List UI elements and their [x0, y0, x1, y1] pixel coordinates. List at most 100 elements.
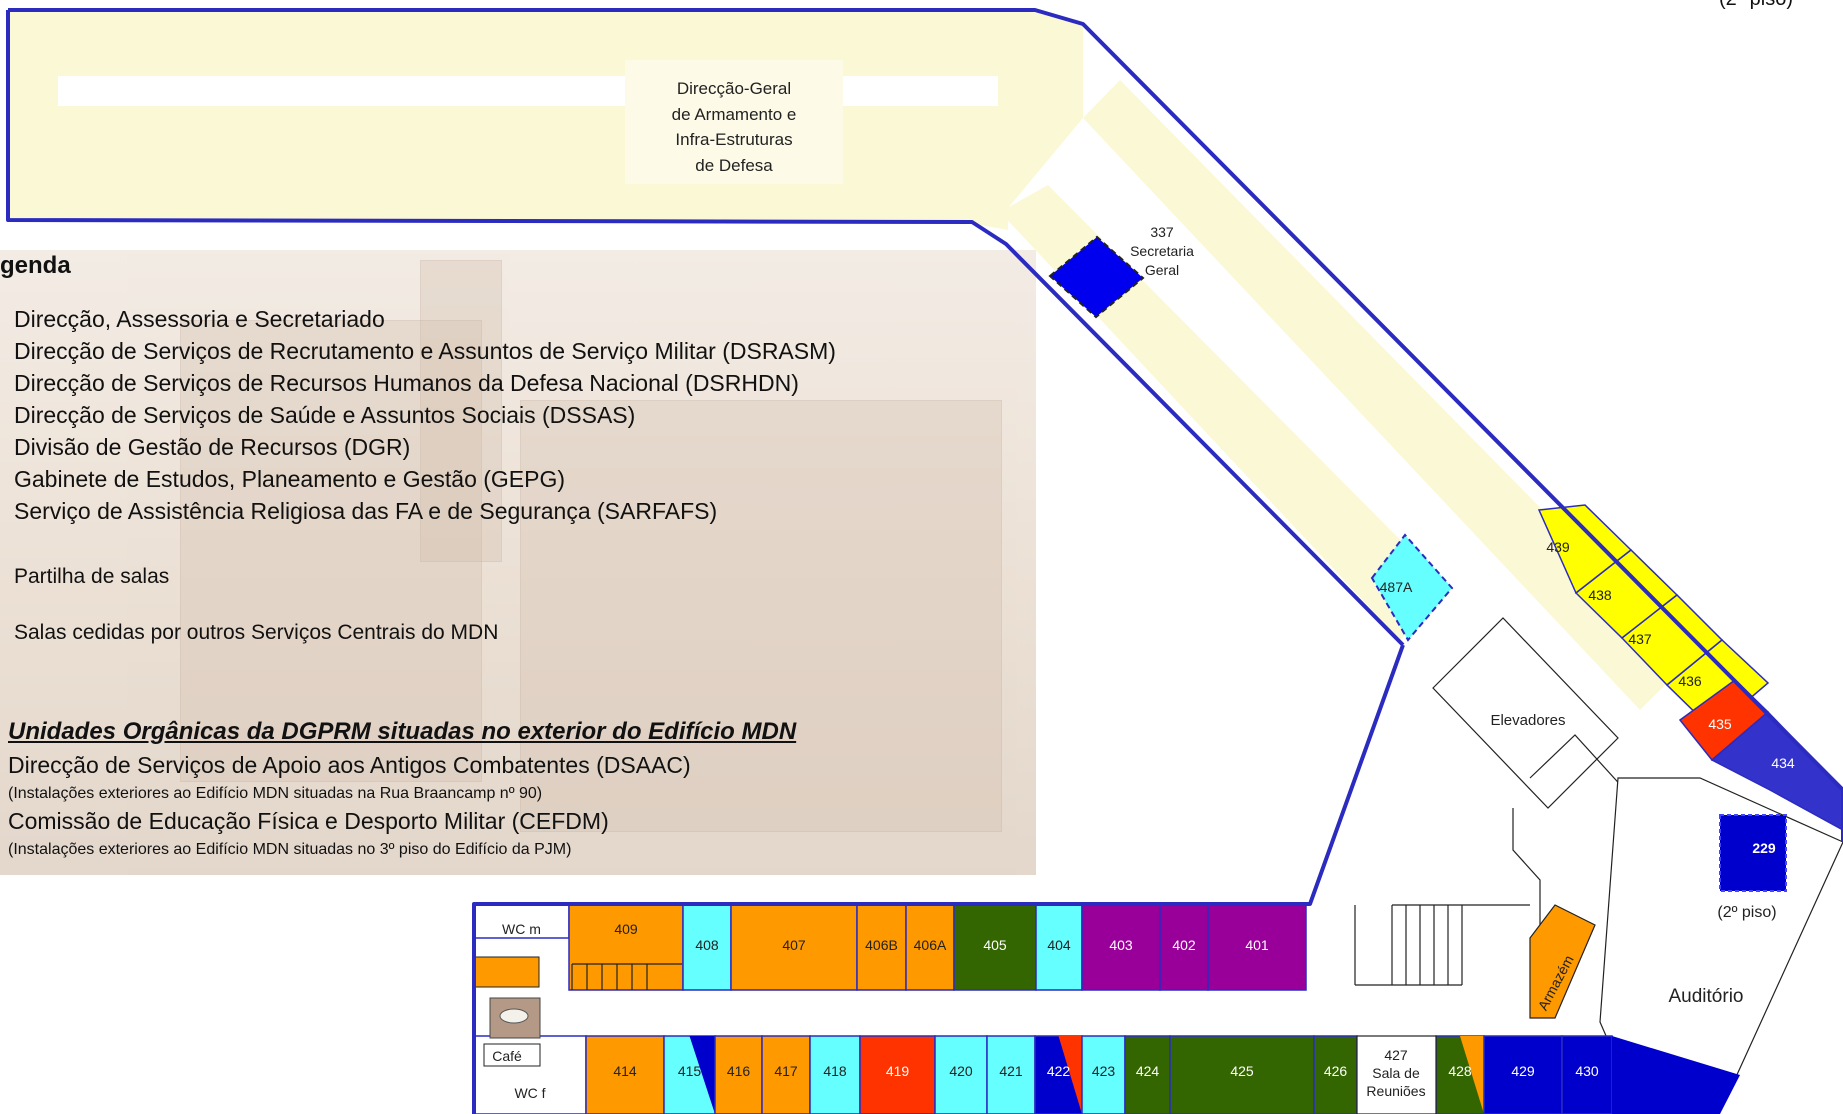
room-420: [934, 1035, 988, 1114]
room-label-wc-m: WC m: [502, 921, 541, 937]
room-422-shared-part: [1058, 1036, 1082, 1114]
elevators-label: Elevadores: [1490, 712, 1565, 729]
auditorium-label: Auditório: [1669, 986, 1744, 1007]
external-unit-cefdm-note: (Instalações exteriores ao Edifício MDN …: [8, 841, 572, 858]
room-label-435: 435: [1708, 716, 1732, 732]
building-photo-background: [0, 250, 1036, 875]
dgaied-corridor-left-notch: [58, 76, 203, 106]
room-label-436: 436: [1678, 673, 1702, 689]
legend-item-dssas: Direcção de Serviços de Saúde e Assuntos…: [14, 402, 636, 428]
legend-item-dsrhdn: Direcção de Serviços de Recursos Humanos…: [14, 370, 799, 396]
diagonal-rooms: 439 438 437 436 435 434: [1537, 504, 1843, 831]
external-unit-cefdm: Comissão de Educação Física e Desporto M…: [8, 808, 609, 834]
room-label-428: 428: [1448, 1063, 1472, 1079]
room-487a-label: 487A: [1380, 579, 1413, 595]
cafe-label: Café: [492, 1048, 522, 1064]
room-405: [953, 903, 1037, 991]
legend-title: genda: [0, 252, 71, 279]
room-229-floor-note: (2º piso): [1717, 904, 1776, 921]
legend-item-ceded-rooms: Salas cedidas por outros Serviços Centra…: [14, 621, 499, 644]
room-416: [714, 1035, 763, 1114]
corridor-line-1: [1512, 808, 1541, 940]
room-label-414: 414: [613, 1063, 637, 1079]
room-425: [1169, 1035, 1315, 1114]
external-unit-dsaac: Direcção de Serviços de Apoio aos Antigo…: [8, 752, 691, 778]
room-415-shared-part: [689, 1036, 715, 1114]
room-label-422: 422: [1047, 1063, 1071, 1079]
room-label-420: 420: [949, 1063, 973, 1079]
room-label-421: 421: [999, 1063, 1023, 1079]
legend-item-gepg: Gabinete de Estudos, Planeamento e Gestã…: [14, 466, 566, 492]
room-label-416: 416: [727, 1063, 751, 1079]
room-402: [1159, 903, 1209, 991]
room-421: [986, 1035, 1036, 1114]
room-label-430: 430: [1575, 1063, 1599, 1079]
room-418: [809, 1035, 861, 1114]
room-427-line-2: Sala de: [1372, 1065, 1420, 1081]
room-label-437: 437: [1628, 631, 1652, 647]
room-430: [1561, 1035, 1613, 1114]
room-label-415: 415: [678, 1063, 702, 1079]
dgaied-label-line-2: de Armamento e: [672, 105, 797, 124]
room-armazem: [1529, 904, 1596, 1019]
legend-item-dgr: Divisão de Gestão de Recursos (DGR): [14, 434, 411, 460]
room-label-438: 438: [1588, 587, 1612, 603]
room-label-409: 409: [614, 921, 638, 937]
room-label-429: 429: [1511, 1063, 1535, 1079]
room-414: [585, 1035, 665, 1114]
cafe-cup-icon: [499, 1008, 529, 1024]
stairs-left: [571, 963, 682, 990]
room-label-419: 419: [886, 1063, 910, 1079]
legend-item-dsrasm: Direcção de Serviços de Recrutamento e A…: [14, 338, 836, 364]
room-427-number: 427: [1384, 1047, 1408, 1063]
secretaria-label-geral: Geral: [1145, 262, 1179, 278]
room-label-408: 408: [695, 937, 719, 953]
room-407: [730, 903, 858, 991]
dgaied-label-line-4: de Defesa: [695, 156, 773, 175]
room-401: [1207, 903, 1307, 991]
secretaria-label-name: Secretaria: [1130, 243, 1194, 259]
room-label-404: 404: [1047, 937, 1071, 953]
room-label-434: 434: [1771, 755, 1795, 771]
room-label-417: 417: [774, 1063, 798, 1079]
room-430-extension: [1612, 1036, 1740, 1114]
room-label-401: 401: [1245, 937, 1269, 953]
external-unit-dsaac-note: (Instalações exteriores ao Edifício MDN …: [8, 785, 543, 802]
legend-item-sarfafs: Serviço de Assistência Religiosa das FA …: [14, 498, 718, 524]
legend-item-direccao: Direcção, Assessoria e Secretariado: [14, 306, 385, 332]
dgaied-label-line-1: Direcção-Geral: [677, 79, 791, 98]
small-orange-block: [474, 956, 540, 988]
secretaria-label-337: 337: [1150, 224, 1174, 240]
room-label-418: 418: [823, 1063, 847, 1079]
room-label-439: 439: [1546, 539, 1570, 555]
room-404: [1035, 903, 1083, 991]
building-walls: [6, 8, 1843, 1114]
room-label-406b: 406B: [865, 937, 898, 953]
diagonal-wing-right-band: [1083, 80, 1690, 710]
legend-item-shared-rooms: Partilha de salas: [14, 565, 170, 588]
room-427-meeting: [1356, 1035, 1437, 1114]
room-label-wc-f: WC f: [514, 1085, 545, 1101]
room-label-424: 424: [1136, 1063, 1160, 1079]
header-fragment: (2º piso): [1719, 0, 1793, 11]
room-428-shared-part: [1460, 1036, 1484, 1114]
room-427-line-3: Reuniões: [1366, 1083, 1425, 1099]
room-417: [761, 1035, 811, 1114]
room-434: [1710, 710, 1843, 831]
room-label-405: 405: [983, 937, 1007, 953]
room-229: [1719, 814, 1787, 892]
external-units-title: Unidades Orgânicas da DGPRM situadas no …: [8, 718, 797, 745]
room-label-423: 423: [1092, 1063, 1116, 1079]
elevators-divider: [1529, 734, 1626, 791]
room-wc-m: [473, 903, 570, 939]
room-label-403: 403: [1109, 937, 1133, 953]
dgaied-label-line-3: Infra-Estruturas: [675, 130, 792, 149]
room-403: [1081, 903, 1161, 991]
stairs-right: [1354, 904, 1530, 986]
dgaied-label-box: [625, 60, 843, 184]
dgaied-wing: [8, 10, 1083, 230]
